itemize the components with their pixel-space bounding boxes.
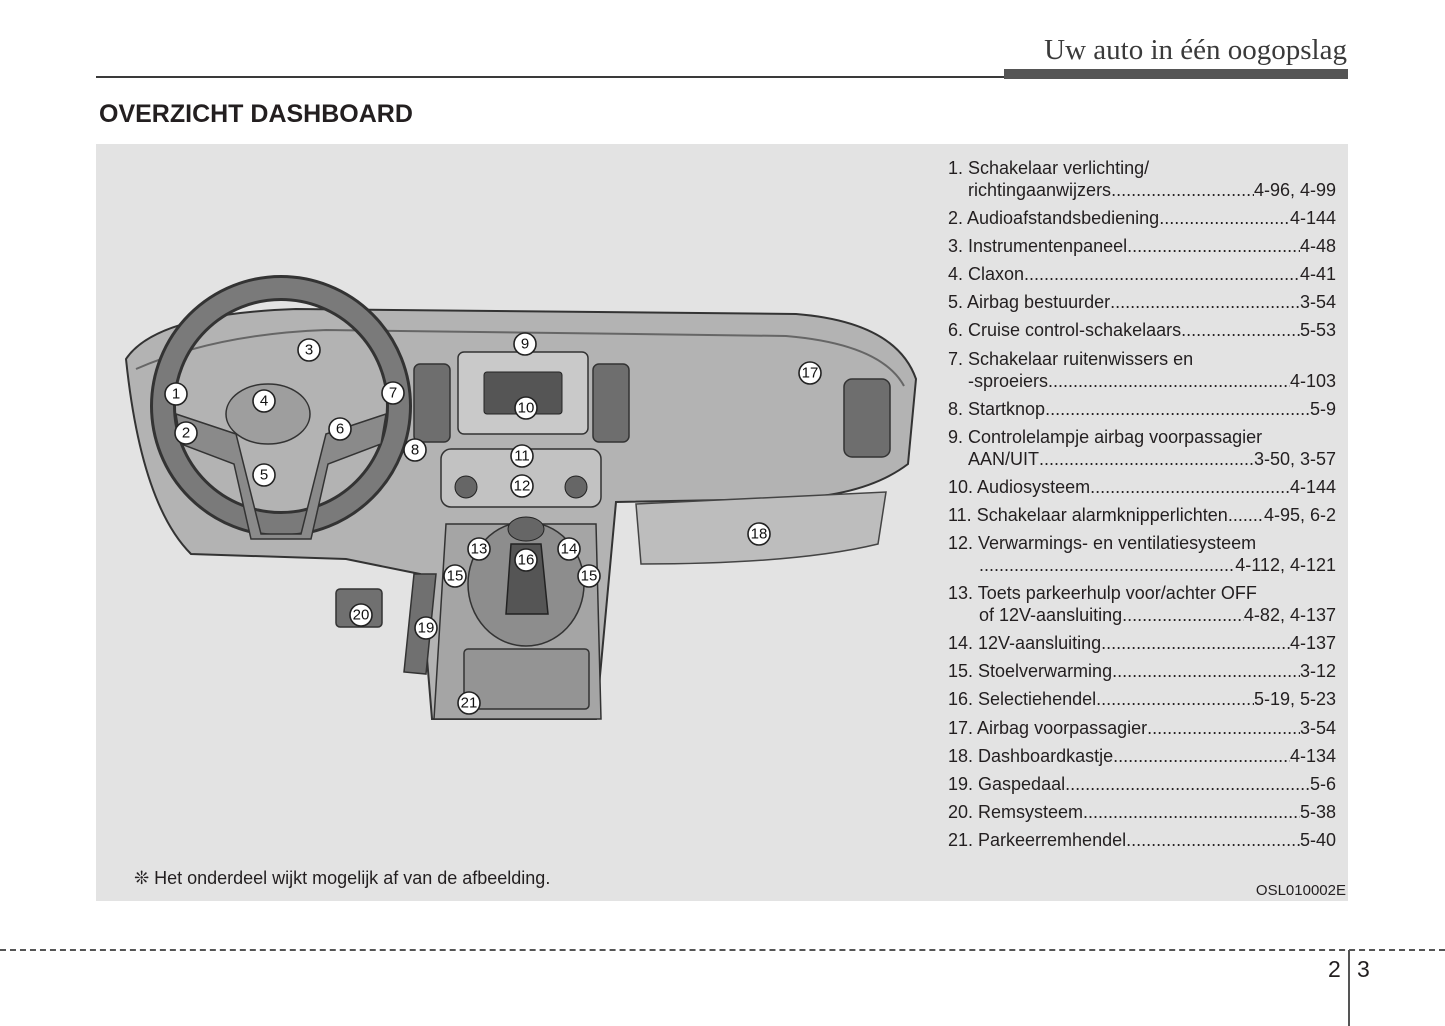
legend-item: 11. Schakelaar alarmknipperlichten 4-95,… <box>948 504 1336 526</box>
callout-5: 5 <box>252 463 276 487</box>
legend-item: 20. Remsysteem 5-38 <box>948 801 1336 823</box>
callout-10: 10 <box>514 396 538 420</box>
svg-text:15: 15 <box>447 568 464 585</box>
climate-right-knob <box>564 475 588 499</box>
callout-12: 12 <box>510 474 534 498</box>
callout-21: 21 <box>457 691 481 715</box>
console-tray <box>463 648 590 710</box>
page-number: 3 <box>1357 956 1370 982</box>
callout-16: 16 <box>514 548 538 572</box>
svg-text:9: 9 <box>521 336 529 353</box>
legend-item: 3. Instrumentenpaneel4-48 <box>948 235 1336 257</box>
svg-text:21: 21 <box>461 695 478 712</box>
svg-text:20: 20 <box>353 607 370 624</box>
legend-item: 4. Claxon 4-41 <box>948 263 1336 285</box>
header-rule <box>96 76 1006 78</box>
legend-item: 12. Verwarmings- en ventilatiesysteem 4-… <box>948 532 1336 576</box>
svg-text:2: 2 <box>182 425 190 442</box>
callout-8: 8 <box>403 438 427 462</box>
callout-14: 14 <box>557 537 581 561</box>
climate-left-knob <box>454 475 478 499</box>
svg-text:15: 15 <box>581 568 598 585</box>
callout-2: 2 <box>174 421 198 445</box>
svg-text:14: 14 <box>561 541 578 558</box>
steering-wheel-rim-inner <box>153 278 409 534</box>
center-right-air-vent <box>592 363 630 443</box>
svg-text:16: 16 <box>518 552 535 569</box>
legend-item: 19. Gaspedaal 5-6 <box>948 773 1336 795</box>
svg-text:3: 3 <box>305 342 313 359</box>
callout-3: 3 <box>297 338 321 362</box>
component-legend: 1. Schakelaar verlichting/ richtingaanwi… <box>948 157 1336 857</box>
svg-text:1: 1 <box>172 386 180 403</box>
svg-text:19: 19 <box>418 620 435 637</box>
svg-text:17: 17 <box>802 365 819 382</box>
callout-1: 1 <box>164 382 188 406</box>
passenger-air-vent <box>843 378 891 458</box>
svg-text:5: 5 <box>260 467 268 484</box>
steering-wheel-spokes <box>175 412 387 540</box>
callout-9: 9 <box>513 332 537 356</box>
image-disclaimer-note: ❊ Het onderdeel wijkt mogelijk af van de… <box>134 868 551 888</box>
legend-item: 21. Parkeerremhendel 5-40 <box>948 829 1336 851</box>
svg-text:13: 13 <box>471 541 488 558</box>
figure-panel: 1 2 3 4 5 6 7 8 9 10 11 12 13 14 15 15 1… <box>96 144 1348 901</box>
callout-20: 20 <box>349 603 373 627</box>
legend-item: 8. Startknop 5-9 <box>948 398 1336 420</box>
steering-hub <box>225 383 311 445</box>
legend-item: 1. Schakelaar verlichting/ richtingaanwi… <box>948 157 1336 201</box>
svg-text:6: 6 <box>336 421 344 438</box>
svg-text:11: 11 <box>514 448 530 465</box>
section-title: OVERZICHT DASHBOARD <box>99 100 413 128</box>
callout-17: 17 <box>798 361 822 385</box>
left-air-vent <box>413 363 451 443</box>
callout-11: 11 <box>510 444 534 468</box>
page-number-divider <box>1348 950 1350 1026</box>
svg-text:10: 10 <box>518 400 535 417</box>
chapter-number: 2 <box>1328 956 1341 982</box>
callout-4: 4 <box>252 389 276 413</box>
svg-text:18: 18 <box>751 526 768 543</box>
legend-item: 2. Audioafstandsbediening 4-144 <box>948 207 1336 229</box>
callout-13: 13 <box>467 537 491 561</box>
image-code: OSL010002E <box>1255 882 1346 899</box>
legend-item: 15. Stoelverwarming3-12 <box>948 660 1336 682</box>
svg-text:4: 4 <box>260 393 268 410</box>
dashboard-body <box>124 307 918 720</box>
chapter-title: Uw auto in één oogopslag <box>1044 34 1347 66</box>
callout-7: 7 <box>381 381 405 405</box>
legend-item: 13. Toets parkeerhulp voor/achter OFF of… <box>948 582 1336 626</box>
header-rule-bar <box>1004 69 1348 79</box>
legend-item: 14. 12V-aansluiting 4-137 <box>948 632 1336 654</box>
shifter-knob <box>507 516 545 542</box>
svg-text:12: 12 <box>514 478 531 495</box>
footer-dashed-rule <box>0 949 1445 951</box>
callout-19: 19 <box>414 616 438 640</box>
legend-item: 18. Dashboardkastje 4-134 <box>948 745 1336 767</box>
callout-15-left: 15 <box>443 564 467 588</box>
callout-6: 6 <box>328 417 352 441</box>
legend-item: 17. Airbag voorpassagier 3-54 <box>948 717 1336 739</box>
svg-text:8: 8 <box>411 442 419 459</box>
callout-18: 18 <box>747 522 771 546</box>
legend-item: 6. Cruise control-schakelaars5-53 <box>948 319 1336 341</box>
legend-item: 7. Schakelaar ruitenwissers en -sproeier… <box>948 348 1336 392</box>
dashboard-illustration: 1 2 3 4 5 6 7 8 9 10 11 12 13 14 15 15 1… <box>124 275 918 720</box>
legend-item: 16. Selectiehendel5-19, 5-23 <box>948 688 1336 710</box>
legend-item: 10. Audiosysteem 4-144 <box>948 476 1336 498</box>
legend-item: 5. Airbag bestuurder3-54 <box>948 291 1336 313</box>
callout-15-right: 15 <box>577 564 601 588</box>
legend-item: 9. Controlelampje airbag voorpassagier A… <box>948 426 1336 470</box>
svg-text:7: 7 <box>389 385 397 402</box>
